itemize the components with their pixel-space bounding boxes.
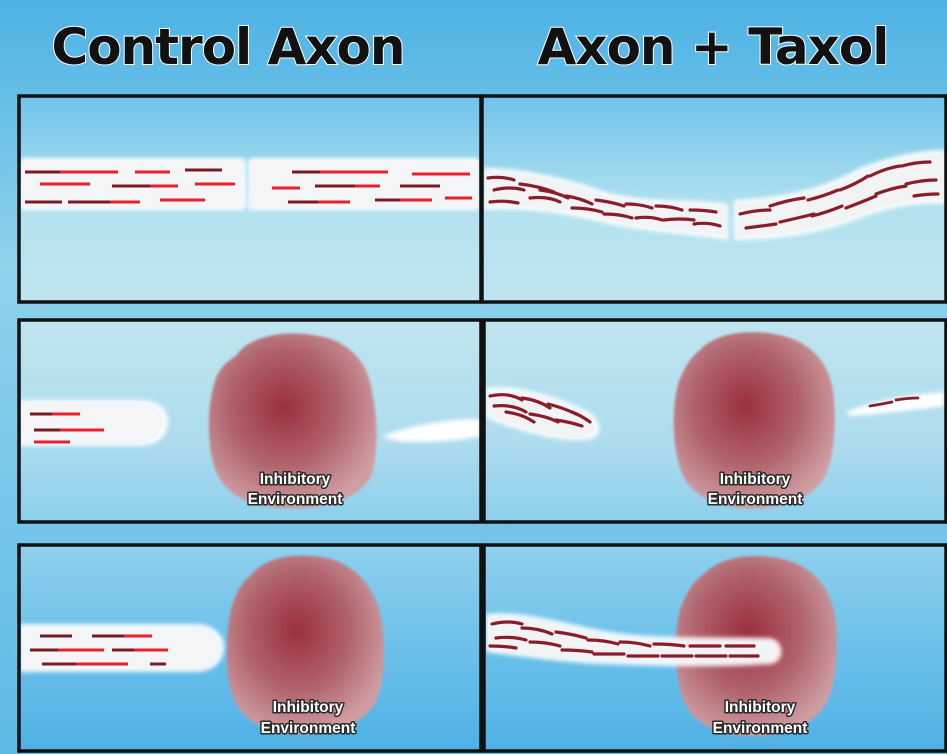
middle-control-label-line2: Environment — [248, 491, 343, 508]
middle-control-axon — [20, 400, 168, 446]
bottom-taxol-label-line2: Environment — [713, 720, 808, 737]
middle-taxol-label-line1: Inhibitory — [720, 471, 791, 488]
bottom-taxol-label-line1: Inhibitory — [725, 699, 796, 716]
axon-taxol-header: Axon + Taxol — [538, 18, 889, 76]
bottom-control-label-line2: Environment — [261, 720, 356, 737]
bottom-control-label-line1: Inhibitory — [273, 699, 344, 716]
middle-control-label-line1: Inhibitory — [260, 471, 331, 488]
control-axon-header: Control Axon — [52, 18, 405, 76]
middle-taxol-label-line2: Environment — [708, 491, 803, 508]
